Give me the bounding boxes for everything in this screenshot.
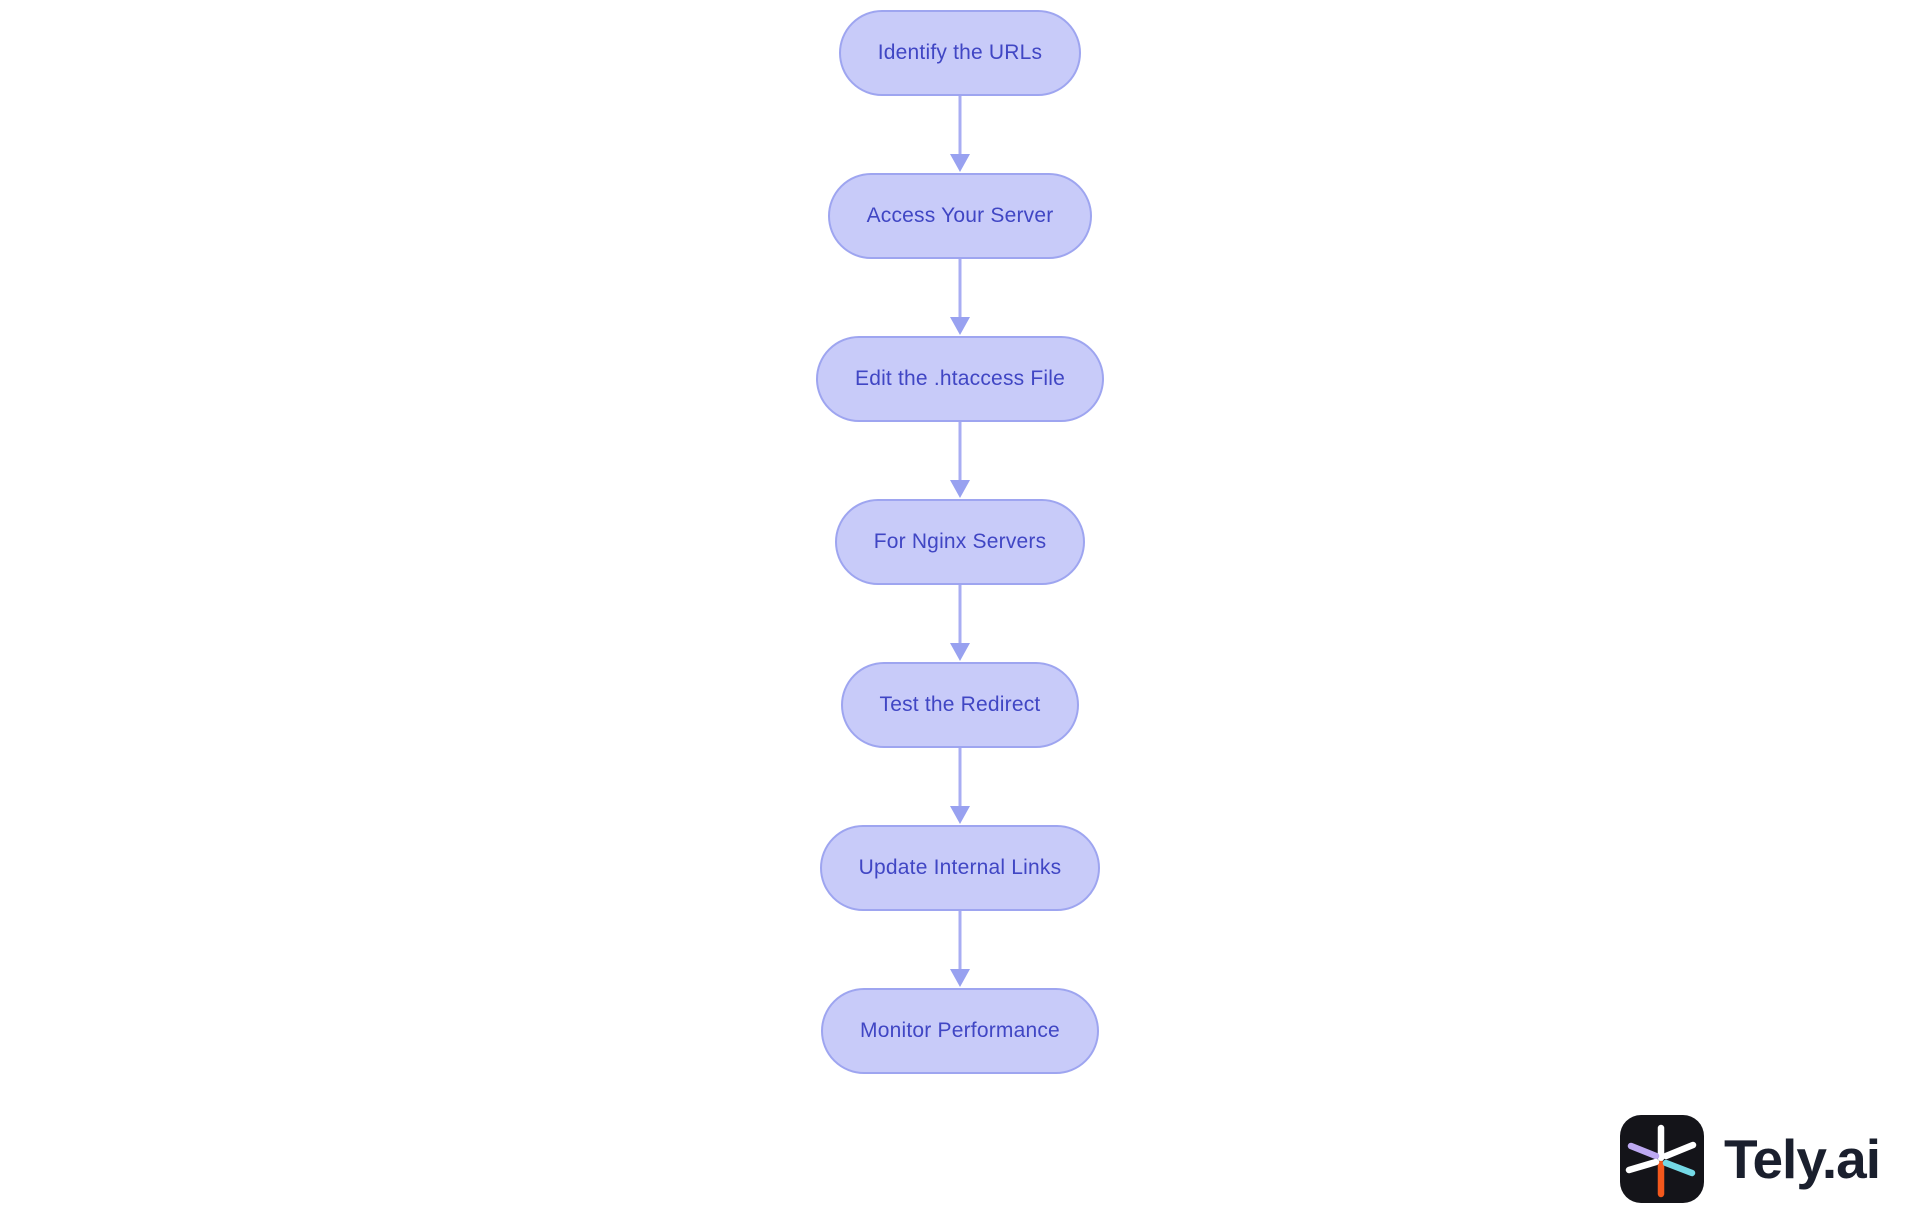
flowchart: Identify the URLs Access Your Server Edi…	[0, 10, 1920, 1074]
flow-node-test-redirect: Test the Redirect	[840, 662, 1080, 748]
flow-node-edit-htaccess: Edit the .htaccess File	[815, 336, 1105, 422]
down-arrow-icon	[950, 422, 970, 498]
down-arrow-icon	[950, 259, 970, 335]
down-arrow-icon	[950, 96, 970, 172]
down-arrow-icon	[950, 911, 970, 987]
brand-wordmark: Tely.ai	[1723, 1127, 1881, 1190]
down-arrow-icon	[950, 585, 970, 661]
flow-node-label: Monitor Performance	[860, 1019, 1060, 1042]
down-arrow-icon	[950, 748, 970, 824]
flow-node-label: Test the Redirect	[879, 693, 1041, 716]
flow-node-label: Edit the .htaccess File	[854, 367, 1066, 390]
flow-node-identify-urls: Identify the URLs	[838, 10, 1082, 96]
flow-node-nginx-servers: For Nginx Servers	[834, 499, 1086, 585]
tely-asterisk-icon	[1619, 1115, 1704, 1203]
flow-node-label: For Nginx Servers	[873, 530, 1047, 553]
flow-node-update-links: Update Internal Links	[819, 825, 1101, 911]
flow-node-label: Access Your Server	[866, 204, 1054, 227]
flow-node-access-server: Access Your Server	[827, 173, 1093, 259]
brand-logo: Tely.ai	[1619, 1115, 1881, 1203]
flow-node-label: Update Internal Links	[858, 856, 1062, 879]
flow-node-label: Identify the URLs	[877, 41, 1043, 64]
flow-node-monitor-performance: Monitor Performance	[821, 988, 1099, 1074]
